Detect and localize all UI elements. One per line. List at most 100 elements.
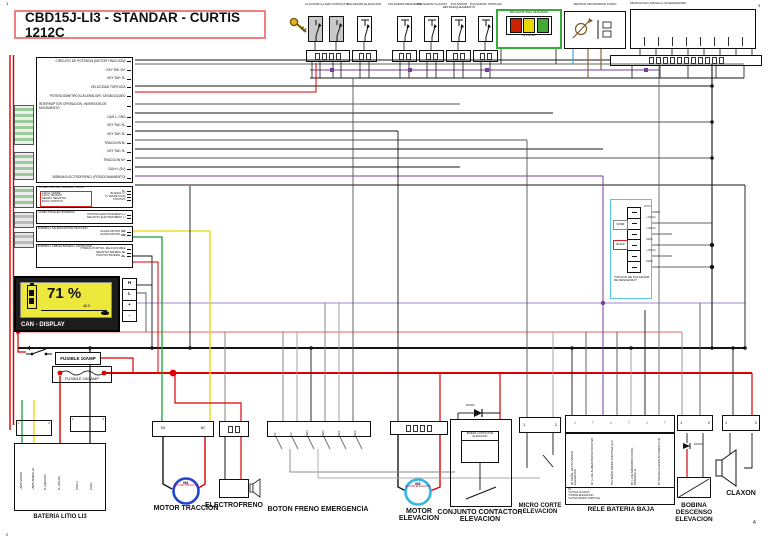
controller-pin-label: VELOCIDAD TORTUGA bbox=[90, 85, 126, 90]
motor-output-tag: M1 bbox=[121, 229, 126, 234]
motor-output-label: SALIDA MOTOR bbox=[100, 229, 120, 233]
boton-pin-label: NO2 bbox=[321, 430, 325, 436]
controller-pin-label: TRACCION M- bbox=[104, 140, 126, 145]
pulsador-retranqueamiento-label: PULSADOR RETRANQUEAMIENTO bbox=[442, 2, 476, 10]
aux-connector-grid-4 bbox=[14, 212, 34, 228]
rele-pin-function: 87 SALIDA CLAXON ACTIVADO (LI3) bbox=[657, 437, 661, 485]
sensor-proximidad-label: SENSOR PROXIMIDAD TIMON bbox=[573, 2, 617, 6]
contactor-box bbox=[450, 419, 512, 507]
pulsador-elevacion-label: PULSADOR ELEVACION bbox=[346, 2, 382, 6]
can-display-label: CAN - DISPLAY bbox=[21, 322, 65, 328]
motor-elevacion-circle-text: M2 MOTOR ELEVACION bbox=[404, 481, 432, 489]
electrofreno-label: ELECTROFRENO bbox=[205, 502, 263, 509]
can-note-line: NEGRO: NEGATIVO bbox=[42, 197, 67, 201]
battery-indicator-display bbox=[506, 15, 552, 35]
indicator-bar-green bbox=[536, 17, 549, 33]
proximity-sensor-icon bbox=[572, 18, 612, 39]
micrologic-box bbox=[630, 9, 756, 49]
can-note-line: CAN L: BLANCO bbox=[42, 194, 62, 198]
option-wire-label: +48(NE) bbox=[646, 216, 656, 219]
corner-number-br: 4 bbox=[753, 520, 756, 526]
motor-traccion-circle-text: M1 MOTOR TRACCION bbox=[172, 480, 200, 488]
electrofreno-box bbox=[219, 479, 249, 498]
rele-pin-function: 86 SEÑAL DE PULSADOR ELEVACION bbox=[570, 451, 577, 485]
battery-connector-2: 1 2 bbox=[70, 416, 106, 432]
option-wire-label: +48(NE) bbox=[646, 227, 656, 230]
battery-pin-label: CAN L bbox=[89, 481, 93, 490]
fuse-10amp: FUSIBLE 10AMP bbox=[55, 352, 101, 365]
aux-connector-grid-2 bbox=[14, 152, 34, 180]
display-voltage: 48.5 bbox=[83, 304, 90, 308]
rele-notes: NL: *ACTIVA CLAXON *CORTE ELEVACION *ACT… bbox=[566, 487, 674, 502]
motor-traccion-strip: M1 M2 bbox=[152, 421, 214, 437]
corner-number-tr: 3 bbox=[758, 3, 761, 8]
battery-indicator-note: *OPCIONAL* bbox=[521, 33, 537, 37]
can-row-label: Tx VERDE (CAN) bbox=[105, 195, 126, 199]
rele-note-line: *CORTE ELEVACION bbox=[568, 493, 594, 497]
indicator-bar-yellow bbox=[523, 17, 535, 33]
rele-pin-function: 30 (+) DE ALIMENTACION POSITIVO bbox=[590, 437, 594, 485]
claxon-label: CLAXON bbox=[726, 490, 756, 497]
option-wire-label: NE(B) bbox=[646, 238, 654, 241]
motor-id: M2 bbox=[415, 481, 421, 486]
boton-pin-label: NC2 bbox=[353, 430, 357, 436]
electrofreno-connector-box: CONECTOR ELECTROFRENO POSITIVO ELECTROFR… bbox=[36, 210, 133, 224]
battery-indicator-label: INDICADOR NIVEL DE BATERIA bbox=[509, 11, 549, 14]
controller-pin-label: INTERRUPTOR OPERACION, INVERSION DE MOVI… bbox=[39, 102, 107, 110]
motor-circle-label: MOTOR TRACCION bbox=[174, 484, 198, 488]
can-color-note-box: CAN H: VERDE CAN L: BLANCO NEGRO: NEGATI… bbox=[40, 191, 92, 207]
controller-pin-label: BOBINA ELECTROFRENO, (POSICIONAMIENTO) bbox=[52, 175, 126, 180]
micrologic-label: MICROLOGIC MANILLA (ACELERADOR) bbox=[630, 1, 687, 5]
battery-label: BATERIA LITIO LI3 bbox=[33, 514, 87, 520]
electrofreno-row-label: POSITIVO ELECTROFRENO (+) bbox=[87, 213, 126, 217]
display-pin-l: L bbox=[123, 290, 136, 301]
battery-terminals-title: BORNES o CABLES BATERIA / CONTACTOR bbox=[38, 244, 92, 248]
can-connector-box: CONECTOR CAN - MANILLA / TIMON CAN H: VE… bbox=[36, 186, 133, 208]
bobina-descenso-strip: 1 2 bbox=[677, 415, 713, 431]
bobina-descenso-label: BOBINA DESCENSO ELEVACION bbox=[675, 502, 713, 523]
contactor-bobina-label: BOBINA CONTACTOR ELEVACION bbox=[462, 432, 498, 441]
corner-number-tl: 1 bbox=[6, 1, 9, 6]
pulsador-retranqueamiento-connector bbox=[446, 50, 471, 62]
page-title: CBD15J-LI3 - STANDAR - CURTIS 1212C bbox=[25, 9, 241, 40]
fuse-100amp-label: FUSIBLE 100 AMP bbox=[64, 376, 99, 381]
battery-pin-label: B+ (ROJO) bbox=[57, 476, 61, 490]
battery-pin-label: B- (NEGRO) bbox=[43, 474, 47, 490]
motor-traccion-circle bbox=[172, 477, 200, 505]
pulsador-descenso-switch bbox=[397, 16, 412, 42]
pulsador-elevacion-connector bbox=[352, 50, 377, 62]
motor-id: M1 bbox=[183, 480, 189, 485]
can-display: 71 % 48.5 CAN - DISPLAY bbox=[14, 276, 120, 332]
battery-terminals-box: BORNES o CABLES BATERIA / CONTACTOR (TOM… bbox=[36, 244, 133, 268]
aux-connector-grid-5 bbox=[14, 232, 34, 248]
terminal-m1: M1 bbox=[161, 426, 166, 430]
option-button-subir: SUBIR bbox=[613, 220, 628, 230]
battery-terminal-label: (TOMAS) POSITIVO, RELAY/FUSIBLE bbox=[80, 247, 126, 251]
clausor-connector bbox=[306, 50, 350, 62]
motor-outputs-title: BORNES o SALIDAS MOTOR TRACCION bbox=[38, 226, 88, 230]
controller-pin-label: CIRCUITO DE POTENCIA (MOTOR TRACCION) bbox=[55, 59, 126, 63]
pulsador-tortuga-switch bbox=[478, 16, 493, 42]
battery-pin-label: +BMS VERDE bbox=[19, 471, 23, 490]
aux-connector-grid-1 bbox=[14, 105, 34, 145]
motor-output-label: SALIDA MOTOR bbox=[100, 233, 120, 237]
rele-pin-function: 85 (-) DE MANIOBRA CORTE BATERIA LI3 bbox=[630, 447, 637, 485]
controller-pin-label: CAN L, GND bbox=[107, 114, 126, 119]
rele-note-line: NL: bbox=[568, 488, 573, 491]
display-pin-h: H bbox=[123, 279, 136, 290]
clausor-label: CLAUSOR (LLAVE CONTACTO) bbox=[305, 2, 349, 6]
connector-pin-number: 1 bbox=[18, 421, 20, 425]
display-pin-plus: + bbox=[123, 301, 136, 312]
can-note-line: CAN H: VERDE bbox=[42, 191, 61, 195]
clausor-switch-1 bbox=[308, 16, 323, 42]
controller-pin-label: KEY SW / B- bbox=[107, 132, 126, 137]
option-wire-label: ROJO bbox=[644, 205, 652, 208]
rele-label: RELE BATERIA BAJA bbox=[587, 506, 655, 513]
display-connector: H L + - bbox=[122, 278, 137, 322]
aux-connector-grid-3 bbox=[14, 186, 34, 208]
pulsador-claxon-label: PULSADOR CLAXON bbox=[417, 2, 447, 6]
motor-elevacion-strip bbox=[390, 421, 448, 435]
clausor-switch-2 bbox=[329, 16, 344, 42]
boton-freno-label: BOTON FRENO EMERGENCIA bbox=[267, 506, 369, 513]
